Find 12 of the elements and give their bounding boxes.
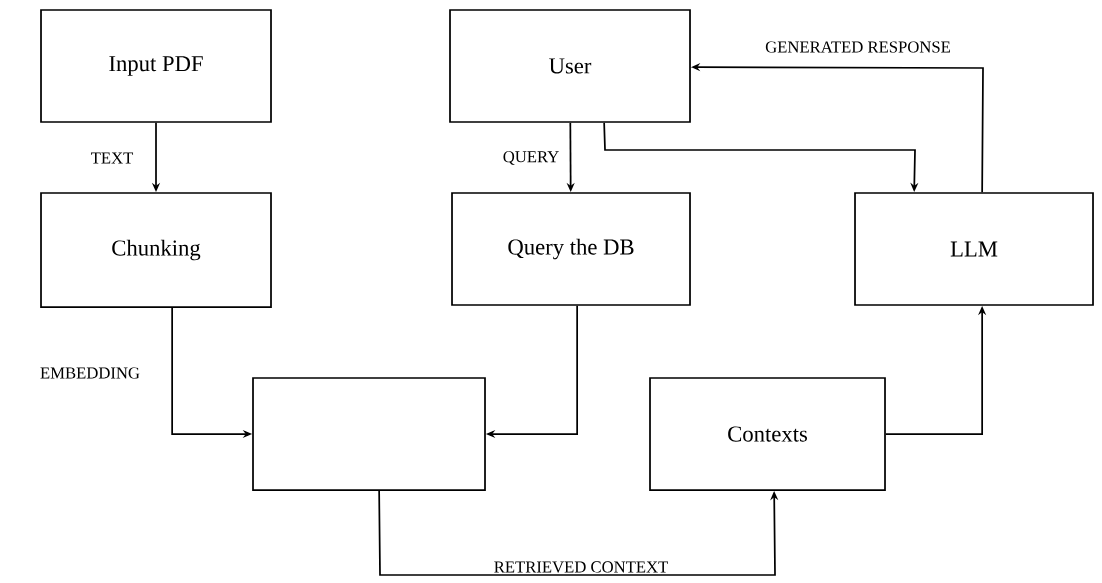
edge-label: EMBEDDING xyxy=(38,366,142,380)
edge-label: GENERATED RESPONSE xyxy=(763,40,953,54)
edge-label: TEXT xyxy=(89,151,135,165)
process-box: Contexts xyxy=(649,377,886,491)
process-box: Chunking xyxy=(40,192,272,308)
process-box: User xyxy=(449,9,691,123)
process-box: LLM xyxy=(854,192,1094,306)
process-box: Input PDF xyxy=(40,9,272,123)
edge-label: RETRIEVED CONTEXT xyxy=(492,560,670,574)
process-box xyxy=(252,377,486,491)
process-box: Query the DB xyxy=(451,192,691,306)
edge-label: QUERY xyxy=(501,149,561,167)
